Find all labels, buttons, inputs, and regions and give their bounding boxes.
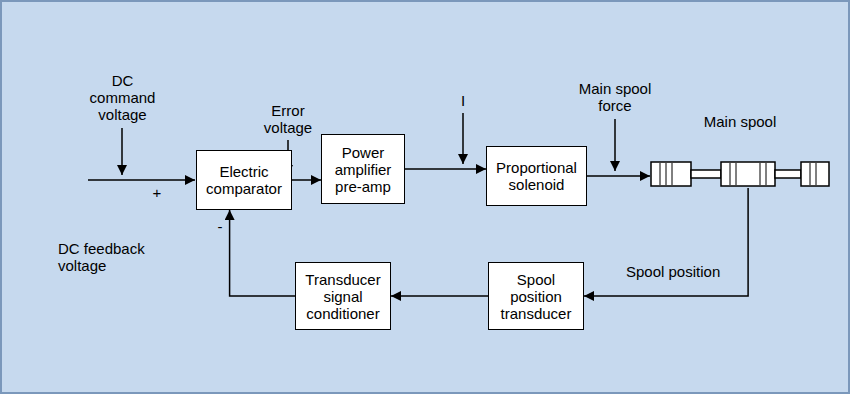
spool-groove xyxy=(810,163,811,185)
spool-groove xyxy=(666,163,667,185)
spool-groove xyxy=(672,163,673,185)
spool-groove xyxy=(766,163,767,185)
signal-conditioner-box: Transducer signal conditioner xyxy=(295,262,391,330)
signal-connector xyxy=(391,295,488,297)
solenoid-box: Proportional solenoid xyxy=(486,146,587,206)
spool-groove xyxy=(760,163,761,185)
main-spool: Main spool xyxy=(650,113,830,188)
leader-arrow xyxy=(462,113,464,164)
spool-groove xyxy=(730,163,731,185)
spool-groove xyxy=(736,163,737,185)
comparator-box: Electric comparator xyxy=(196,150,292,210)
signal-connector xyxy=(230,210,295,296)
box-label: Electric comparator xyxy=(202,163,286,197)
leader-arrow xyxy=(614,119,616,171)
box-label: Proportional solenoid xyxy=(492,159,581,193)
signal-label: DC feedback voltage xyxy=(58,240,168,274)
signal-connector xyxy=(292,179,321,181)
spool-land xyxy=(801,162,829,186)
input-line xyxy=(88,179,195,181)
box-label: Transducer signal conditioner xyxy=(301,271,385,322)
sign-label: + xyxy=(150,184,164,201)
spool-shaft xyxy=(775,170,801,178)
box-label: Power amplifier pre-amp xyxy=(327,144,399,195)
spool-land xyxy=(721,162,775,186)
box-label: Spool position transducer xyxy=(494,271,578,322)
leader-arrow xyxy=(121,128,123,175)
part-label: Main spool xyxy=(704,113,777,130)
spool-land xyxy=(651,162,691,186)
signal-connector xyxy=(405,168,486,170)
transducer-box: Spool position transducer xyxy=(488,262,584,330)
signal-label: Error voltage xyxy=(258,102,318,136)
spool-groove xyxy=(660,163,661,185)
sign-label: - xyxy=(213,218,227,235)
signal-connector xyxy=(587,175,650,177)
spool-groove xyxy=(816,163,817,185)
spool-shaft xyxy=(691,170,721,178)
signal-label: DC command voltage xyxy=(85,72,160,123)
amplifier-box: Power amplifier pre-amp xyxy=(321,134,405,204)
signal-label: I xyxy=(455,92,471,109)
signal-label: Main spool force xyxy=(573,80,657,114)
spool-illustration xyxy=(650,160,830,188)
background-panel xyxy=(0,0,850,394)
signal-label: Spool position xyxy=(626,263,746,280)
signal-connector xyxy=(584,188,748,296)
